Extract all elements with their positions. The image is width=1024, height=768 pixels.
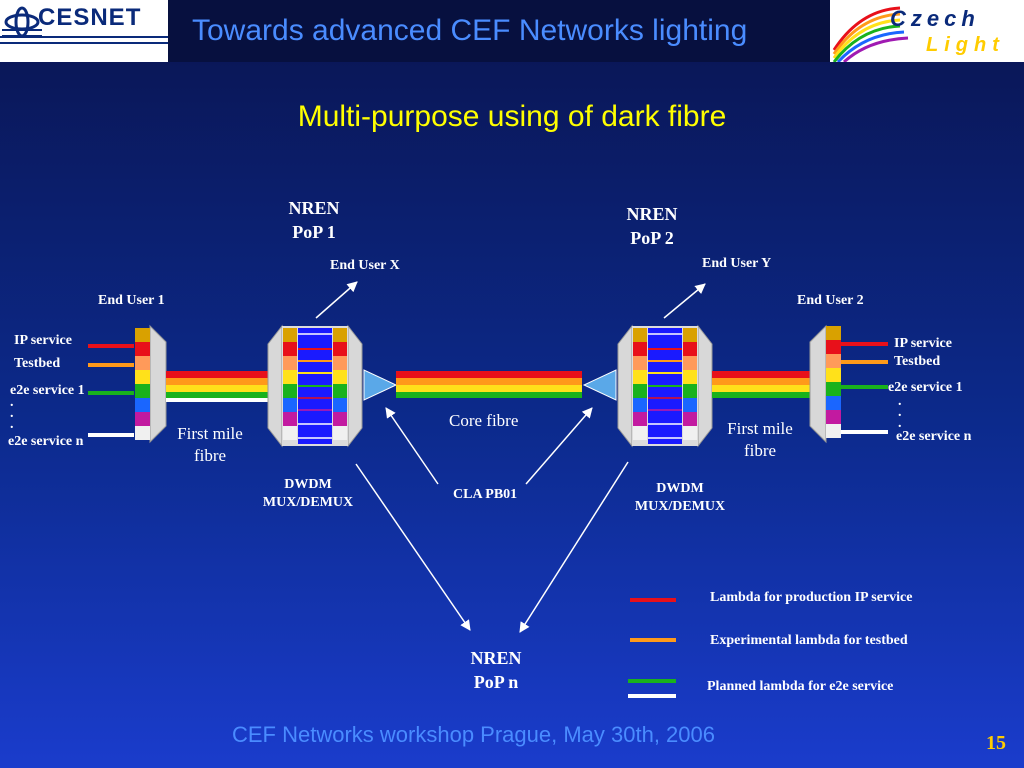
czech-light-bottom-text: Light [926, 34, 1005, 56]
legend-e2e-label: Planned lambda for e2e service [707, 679, 894, 694]
left-e2e-service-n-label: e2e service n [8, 434, 84, 449]
end-user-y-label: End User Y [702, 256, 772, 271]
right-ip-service-label: IP service [894, 336, 952, 351]
arrow-end-user-y [663, 283, 706, 319]
slide-footer: CEF Networks workshop Prague, May 30th, … [232, 722, 716, 747]
first-mile-fibre-left [166, 371, 268, 402]
left-e2e-service-1-label: e2e service 1 [10, 383, 85, 398]
right-ellipsis: ... [898, 394, 902, 431]
czech-light-swoosh-icon [832, 6, 909, 62]
end-user-2-label: End User 2 [797, 293, 864, 308]
slide-title: Towards advanced CEF Networks lighting [192, 14, 748, 47]
page-number: 15 [986, 732, 1006, 754]
right-e2e-service-1-label: e2e service 1 [888, 380, 963, 395]
end-user-1-label: End User 1 [98, 293, 165, 308]
connection-arrows [315, 281, 706, 633]
dwdm-mux-right [617, 324, 713, 448]
left-ip-service-label: IP service [14, 333, 72, 348]
czech-light-logo: Czech Light [830, 0, 1024, 62]
slide-subtitle: Multi-purpose using of dark fibre [297, 100, 727, 133]
right-service-lines [841, 342, 888, 434]
arrow-pop-n-right [519, 461, 629, 633]
end-user-1-device [135, 324, 167, 444]
arrow-cla-right [525, 407, 593, 485]
core-fibre-label: Core fibre [449, 411, 519, 430]
cesnet-logo-text: CESNET [38, 4, 142, 31]
end-user-x-label: End User X [330, 258, 400, 273]
cesnet-logo: CESNET [0, 0, 168, 62]
dwdm-mux-left [267, 324, 363, 448]
amplifier-left-icon [363, 369, 398, 401]
cla-label: CLA PB01 [453, 487, 518, 502]
core-fibre [396, 371, 582, 398]
legend-testbed-label: Experimental lambda for testbed [710, 633, 908, 648]
end-user-2-device [809, 324, 841, 444]
right-testbed-label: Testbed [894, 354, 941, 369]
arrow-end-user-x [315, 281, 358, 319]
czech-light-top-text: Czech [890, 6, 980, 31]
amplifier-right-icon [582, 369, 617, 401]
left-ellipsis: ... [10, 395, 14, 432]
legend-ip-label: Lambda for production IP service [710, 590, 913, 605]
legend-swatches [628, 598, 676, 698]
right-e2e-service-n-label: e2e service n [896, 429, 972, 444]
arrow-cla-left [385, 407, 439, 485]
left-testbed-label: Testbed [14, 356, 61, 371]
arrow-pop-n-left [355, 463, 471, 631]
left-service-lines [88, 344, 134, 437]
first-mile-fibre-right [712, 371, 812, 398]
